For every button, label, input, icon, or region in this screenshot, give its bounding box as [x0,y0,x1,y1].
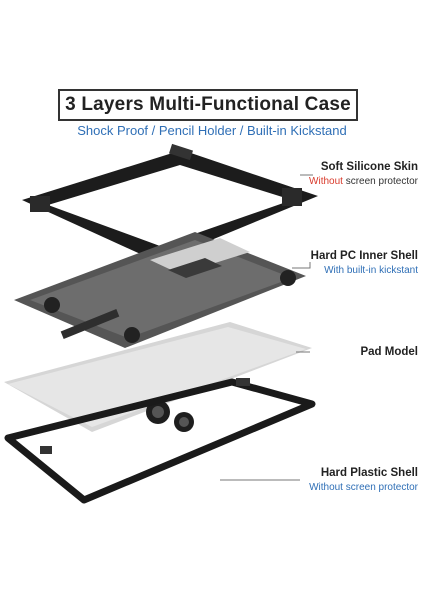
layer-desc-highlight: Without [309,176,343,187]
layer-desc: Without screen protector [309,482,418,493]
layer-desc: With built-in kickstant [324,265,418,276]
hard-pc-inner-shell-image [14,232,306,348]
layer-label-pad-model: Pad Model [360,345,418,360]
title-box: 3 Layers Multi-Functional Case [58,89,358,121]
layer-name: Soft Silicone Skin [320,161,418,173]
layer-name: Pad Model [360,346,418,358]
pad-model-image [4,322,312,432]
layer-label-hard-pc: Hard PC Inner Shell With built-in kickst… [311,249,418,278]
layer-label-hard-plastic: Hard Plastic Shell Without screen protec… [309,466,418,495]
page-subtitle: Shock Proof / Pencil Holder / Built-in K… [77,123,347,138]
layer-desc-rest: screen protector [342,176,418,187]
page-title: 3 Layers Multi-Functional Case [65,94,351,115]
leader-lines [220,174,313,481]
layer-name: Hard Plastic Shell [320,467,418,479]
layer-label-soft-silicone: Soft Silicone Skin Without screen protec… [309,160,418,189]
layer-desc: Without screen protector [309,175,418,189]
soft-silicone-skin-image [22,143,318,262]
layer-name: Hard PC Inner Shell [310,250,418,262]
hard-plastic-shell-image [4,378,316,504]
